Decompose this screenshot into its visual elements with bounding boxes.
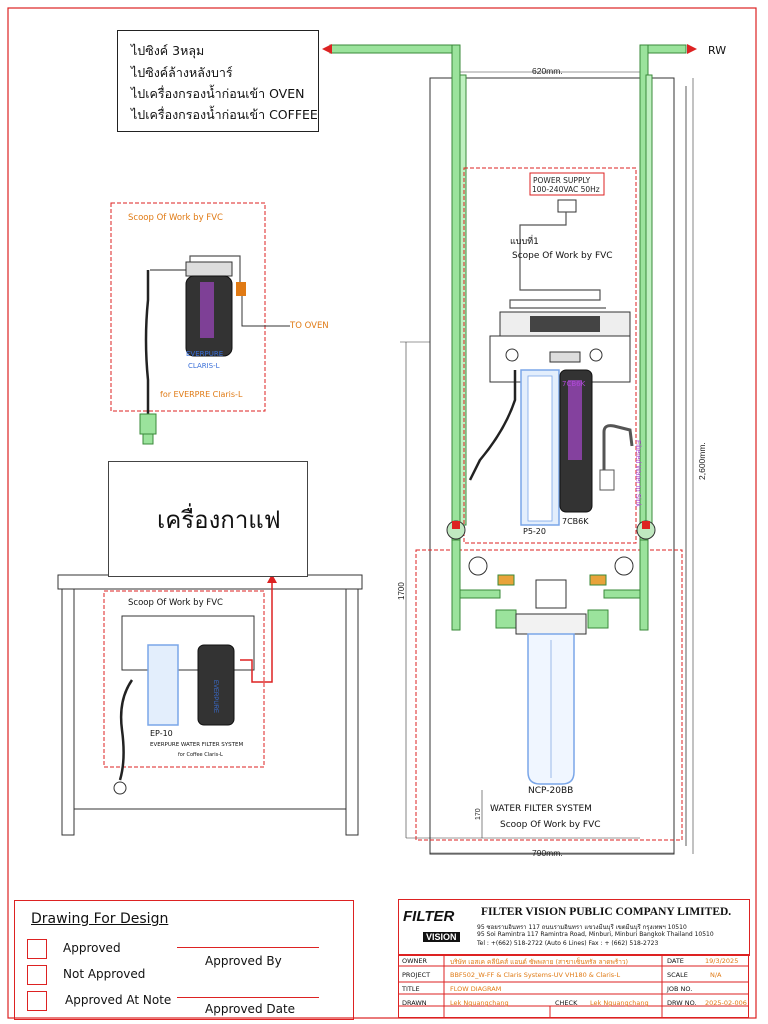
project-label: PROJECT bbox=[402, 971, 431, 979]
coffee-sub-label: for Coffee Claris-L bbox=[178, 752, 223, 758]
water-filter-system-label: WATER FILTER SYSTEM bbox=[490, 804, 592, 814]
approved-label: Approved bbox=[63, 941, 121, 955]
scale-value: N/A bbox=[710, 971, 722, 979]
power-supply-box bbox=[529, 172, 605, 196]
7cb6k-bottom-label: 7CB6K bbox=[562, 517, 589, 526]
scope-label-upper: Scope Of Work by FVC bbox=[512, 251, 613, 261]
approved-date-label: Approved Date bbox=[205, 1002, 296, 1016]
check-label: CHECK bbox=[555, 999, 578, 1007]
approved-at-note-checkbox[interactable] bbox=[27, 991, 47, 1011]
outlet-arrow bbox=[322, 44, 332, 54]
destinations-box: ไปซิงค์ 3หลุม ไปซิงค์ล้างหลังบาร์ ไปเครื… bbox=[117, 30, 319, 132]
company-name: FILTER VISION PUBLIC COMPANY LIMITED. bbox=[481, 906, 732, 918]
scope-box-upper bbox=[463, 167, 637, 544]
dim-790-text: 790mm. bbox=[532, 848, 563, 858]
scope-box-coffee bbox=[103, 590, 265, 768]
ncp-20bb-label: NCP-20BB bbox=[528, 786, 574, 796]
ep10-label: EP-10 bbox=[150, 729, 173, 738]
gauge-right bbox=[614, 556, 634, 576]
oven-filter-group bbox=[110, 202, 290, 445]
power-spec-label: 100-240VAC 50Hz bbox=[532, 185, 600, 194]
gauge-left bbox=[468, 556, 488, 576]
dim-2600-text: 2,600mm. bbox=[697, 442, 707, 480]
p5-20-label: P5-20 bbox=[523, 527, 546, 536]
drawn-label: DRAWN bbox=[402, 999, 427, 1007]
ncp-head bbox=[515, 613, 587, 635]
owner-label: OWNER bbox=[402, 957, 428, 965]
wall-installation bbox=[322, 44, 697, 855]
company-logo: FILTER VISION bbox=[403, 908, 469, 944]
scale-label: SCALE bbox=[667, 971, 688, 979]
7cb6k-top-label: 7CB6K bbox=[562, 380, 586, 388]
design-approval-panel: Drawing For Design Approved Not Approved… bbox=[14, 900, 354, 1020]
owner-value: บริษัท เอสเค คลีนิคส์ แอนด์ ซัพพลาย (สาข… bbox=[450, 958, 629, 966]
oven-filter-head bbox=[185, 261, 233, 277]
coffee-machine: เครื่องกาแฟ bbox=[108, 461, 308, 577]
scope-label-oven: Scoop Of Work by FVC bbox=[128, 213, 223, 223]
scope-label-lower: Scoop Of Work by FVC bbox=[500, 820, 601, 830]
dim-620-text: 620mm. bbox=[532, 66, 563, 76]
sheet-border bbox=[7, 7, 757, 1019]
approved-by-label: Approved By bbox=[205, 954, 282, 968]
rw-inlet-arrow bbox=[687, 44, 697, 54]
to-oven-label: TO OVEN bbox=[290, 321, 329, 331]
coffee-machine-label: เครื่องกาแฟ bbox=[157, 506, 281, 534]
job-label: JOB NO. bbox=[667, 985, 693, 993]
logo-text-top: FILTER bbox=[403, 908, 455, 925]
coffee-counter bbox=[57, 574, 363, 836]
company-address-en: 95 Soi Ramintra 117 Ramintra Road, Minbu… bbox=[477, 931, 714, 938]
dim-170-text: 170 bbox=[475, 808, 482, 820]
rw-label: RW bbox=[708, 44, 727, 57]
drw-value: 2025-02-006 bbox=[705, 999, 747, 1007]
coffee-claris-cartridge bbox=[197, 644, 235, 726]
date-label: DATE bbox=[667, 957, 684, 965]
title-block-grid bbox=[398, 954, 749, 1018]
drw-label: DRW NO. bbox=[667, 999, 697, 1007]
faucet-label: Filtered Water to Sink bbox=[634, 440, 641, 508]
coffee-system-label: EVERPURE WATER FILTER SYSTEM bbox=[150, 742, 244, 748]
ep10-cartridge bbox=[147, 644, 179, 726]
ncp-bracket bbox=[535, 579, 567, 609]
hose bbox=[468, 370, 517, 481]
destination-line-4: ไปเครื่องกรองน้ำก่อนเข้า COFFEE bbox=[131, 107, 318, 122]
drawn-value: Lek Nguangchang bbox=[450, 999, 509, 1007]
coffee-cartridge-brand: EVERPURE bbox=[212, 680, 218, 713]
dim-1700-text: 1700 bbox=[397, 582, 406, 600]
destination-line-2: ไปซิงค์ล้างหลังบาร์ bbox=[131, 65, 233, 80]
design-panel-title: Drawing For Design bbox=[31, 911, 169, 927]
for-claris-label: for EVERPRE Claris-L bbox=[160, 390, 243, 399]
scope-box-lower bbox=[415, 549, 683, 841]
company-address-thai: 95 ซอยรามอินทรา 117 ถนนรามอินทรา แขวงมีน… bbox=[477, 924, 687, 931]
company-phone: Tel : +(662) 518-2722 (Auto 6 Lines) Fax… bbox=[477, 940, 659, 947]
plug-type-label: แบบที่1 bbox=[510, 237, 539, 247]
power-outlet bbox=[557, 199, 577, 213]
logo-text-bottom: VISION bbox=[423, 932, 460, 942]
title-label: TITLE bbox=[402, 985, 420, 993]
date-value: 19/3/2025 bbox=[705, 957, 739, 965]
project-value: BBF502_W-FF & Claris Systems-UV VH180 & … bbox=[450, 971, 621, 979]
oven-claris-label: CLARIS-L bbox=[188, 362, 220, 370]
oven-everpure-label: EVERPURE bbox=[186, 350, 224, 358]
destination-line-1: ไปซิงค์ 3หลุม bbox=[131, 43, 205, 58]
not-approved-checkbox[interactable] bbox=[27, 965, 47, 985]
main-pipes bbox=[329, 44, 687, 546]
destination-line-3: ไปเครื่องกรองน้ำก่อนเข้า OVEN bbox=[131, 86, 305, 101]
counter-top bbox=[57, 574, 363, 590]
title-block-header: FILTER VISION FILTER VISION PUBLIC COMPA… bbox=[398, 899, 750, 956]
approved-at-note-label: Approved At Note bbox=[65, 993, 172, 1007]
faucet bbox=[602, 424, 634, 482]
title-value: FLOW DIAGRAM bbox=[450, 985, 502, 993]
power-supply-label: POWER SUPPLY bbox=[533, 176, 591, 185]
not-approved-label: Not Approved bbox=[63, 967, 146, 981]
check-value: Lek Nguangchang bbox=[590, 999, 649, 1007]
approved-checkbox[interactable] bbox=[27, 939, 47, 959]
scope-label-coffee: Scoop Of Work by FVC bbox=[128, 598, 223, 608]
scope-box-oven bbox=[110, 202, 266, 412]
